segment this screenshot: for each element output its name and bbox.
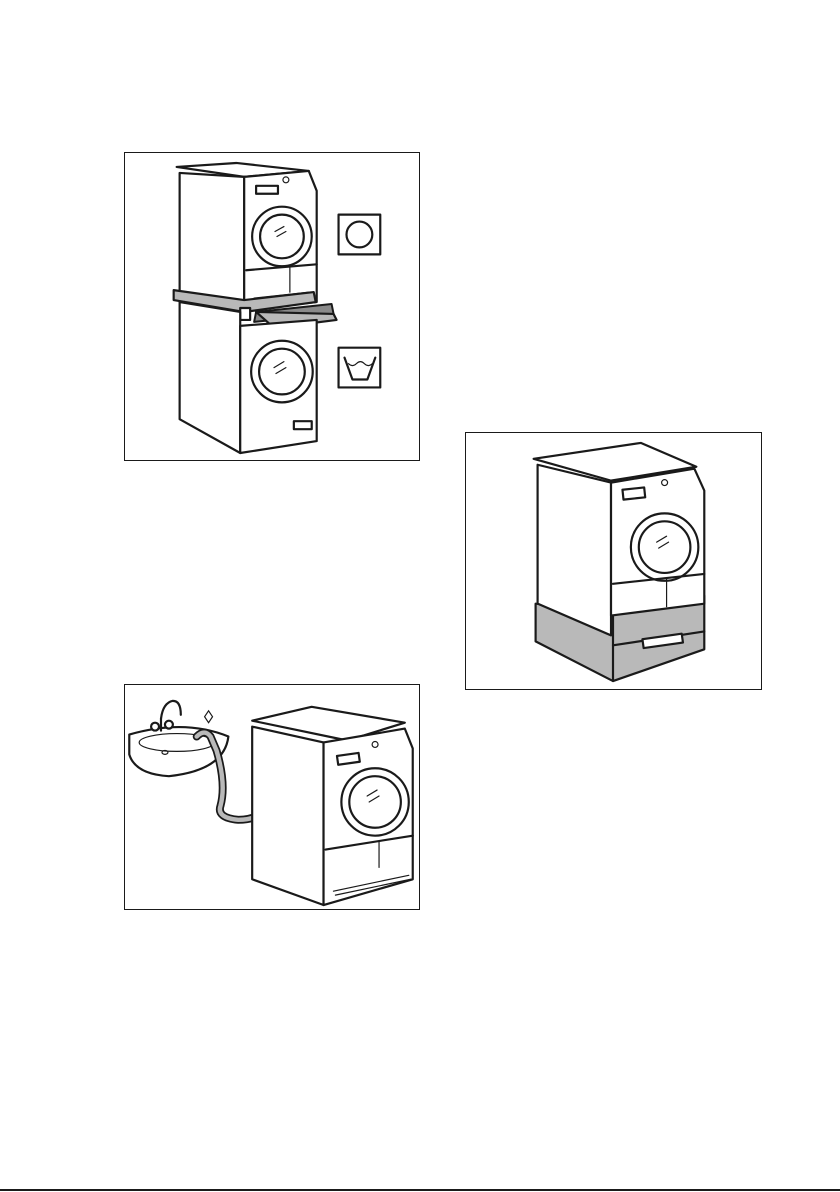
dryer-unit: [252, 707, 413, 905]
dryer-unit: [534, 443, 705, 635]
page-bottom-rule: [0, 1189, 840, 1191]
stacking-kit-illustration: [124, 152, 420, 461]
faucet-icon: [161, 701, 181, 719]
drain-to-sink-drawing: [125, 685, 419, 909]
dryer-unit: [177, 163, 317, 310]
pedestal-drawer-illustration: [465, 432, 762, 690]
tumble-dryer-symbol-icon: [339, 215, 381, 255]
washing-symbol-icon: [339, 348, 381, 388]
drain-to-sink-illustration: [124, 684, 420, 910]
pedestal-drawer-drawing: [466, 433, 761, 689]
washer-unit: [180, 302, 317, 453]
stacking-kit-drawing: [125, 153, 419, 460]
